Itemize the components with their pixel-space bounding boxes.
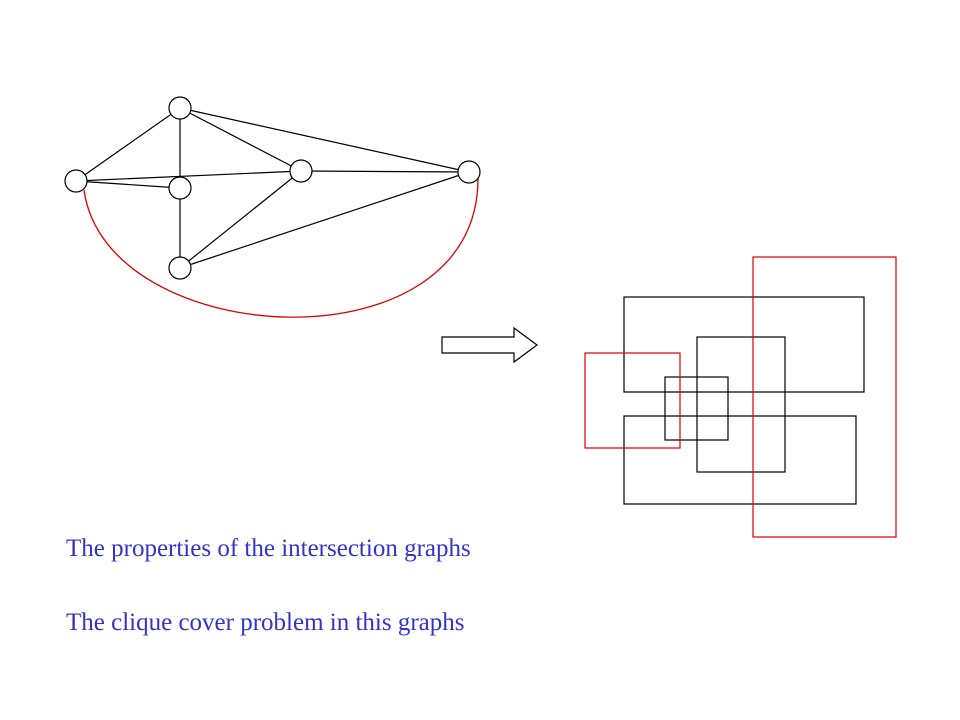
graph-edge-v1-v3 xyxy=(75,180,181,189)
rect-highlighted-right xyxy=(752,256,897,538)
graph-edge-highlighted-v1-v6 xyxy=(83,177,479,318)
right-arrow-icon xyxy=(441,326,539,364)
graph-edge-v4-v6 xyxy=(300,170,470,173)
caption-intersection-graph-properties: The properties of the intersection graph… xyxy=(66,535,471,562)
graph-node-v1 xyxy=(64,169,88,193)
rect-top-wide xyxy=(623,296,865,393)
graph-node-v2 xyxy=(168,96,192,120)
rect-bottom-wide xyxy=(623,415,857,505)
graph-node-v3 xyxy=(168,176,192,200)
graph-node-v5 xyxy=(168,256,192,280)
rect-highlighted-left xyxy=(584,352,681,449)
rect-middle-tall xyxy=(696,336,786,473)
graph-edge-v2-v6 xyxy=(179,107,470,173)
graph-node-v4 xyxy=(289,159,313,183)
graph-edge-v4-v5 xyxy=(179,170,302,269)
transform-arrow xyxy=(441,326,539,364)
graph xyxy=(64,96,481,318)
graph-edge-v5-v6 xyxy=(179,171,470,269)
graph-node-v6 xyxy=(457,160,481,184)
rectangle-representation xyxy=(584,256,897,538)
graph-edge-v1-v4 xyxy=(75,170,302,182)
graph-edge-v2-v4 xyxy=(179,107,302,172)
graph-edge-v1-v2 xyxy=(75,107,181,182)
rect-small-center xyxy=(664,376,729,441)
caption-clique-cover-problem: The clique cover problem in this graphs xyxy=(66,609,465,636)
